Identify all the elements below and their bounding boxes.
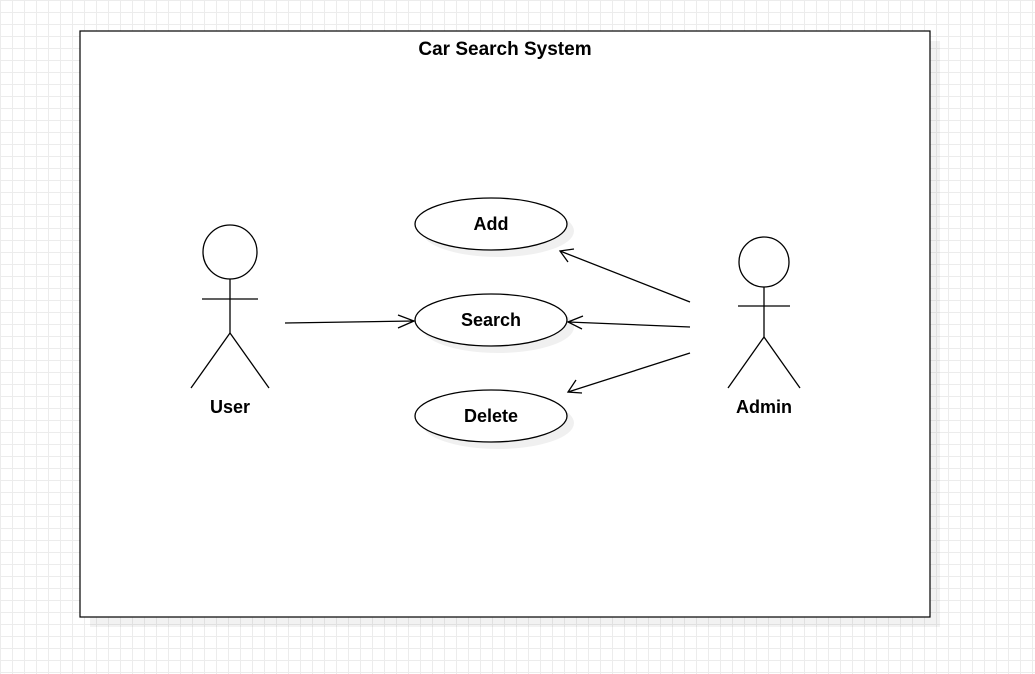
use-case-search-label: Search	[461, 310, 521, 330]
actor-admin[interactable]: Admin	[727, 236, 801, 417]
association-admin-delete[interactable]	[566, 352, 691, 394]
actor-user-label: User	[210, 397, 250, 417]
actor-admin-label: Admin	[736, 397, 792, 417]
use-case-delete[interactable]: Delete	[414, 389, 574, 449]
use-case-add[interactable]: Add	[414, 197, 574, 257]
admin-stick-figure-icon	[727, 236, 801, 389]
user-stick-figure-icon	[190, 224, 270, 389]
association-admin-search[interactable]	[566, 315, 691, 330]
use-case-add-label: Add	[474, 214, 509, 234]
arrowhead-icon	[566, 379, 583, 394]
association-admin-add[interactable]	[558, 248, 691, 303]
arrowhead-icon	[397, 314, 416, 329]
actor-user[interactable]: User	[190, 224, 270, 417]
system-title: Car Search System	[418, 39, 591, 60]
arrowhead-icon	[566, 315, 584, 330]
use-case-delete-label: Delete	[464, 406, 518, 426]
arrowhead-icon	[558, 248, 575, 263]
association-user-search[interactable]	[284, 314, 416, 329]
use-case-search[interactable]: Search	[414, 293, 574, 353]
